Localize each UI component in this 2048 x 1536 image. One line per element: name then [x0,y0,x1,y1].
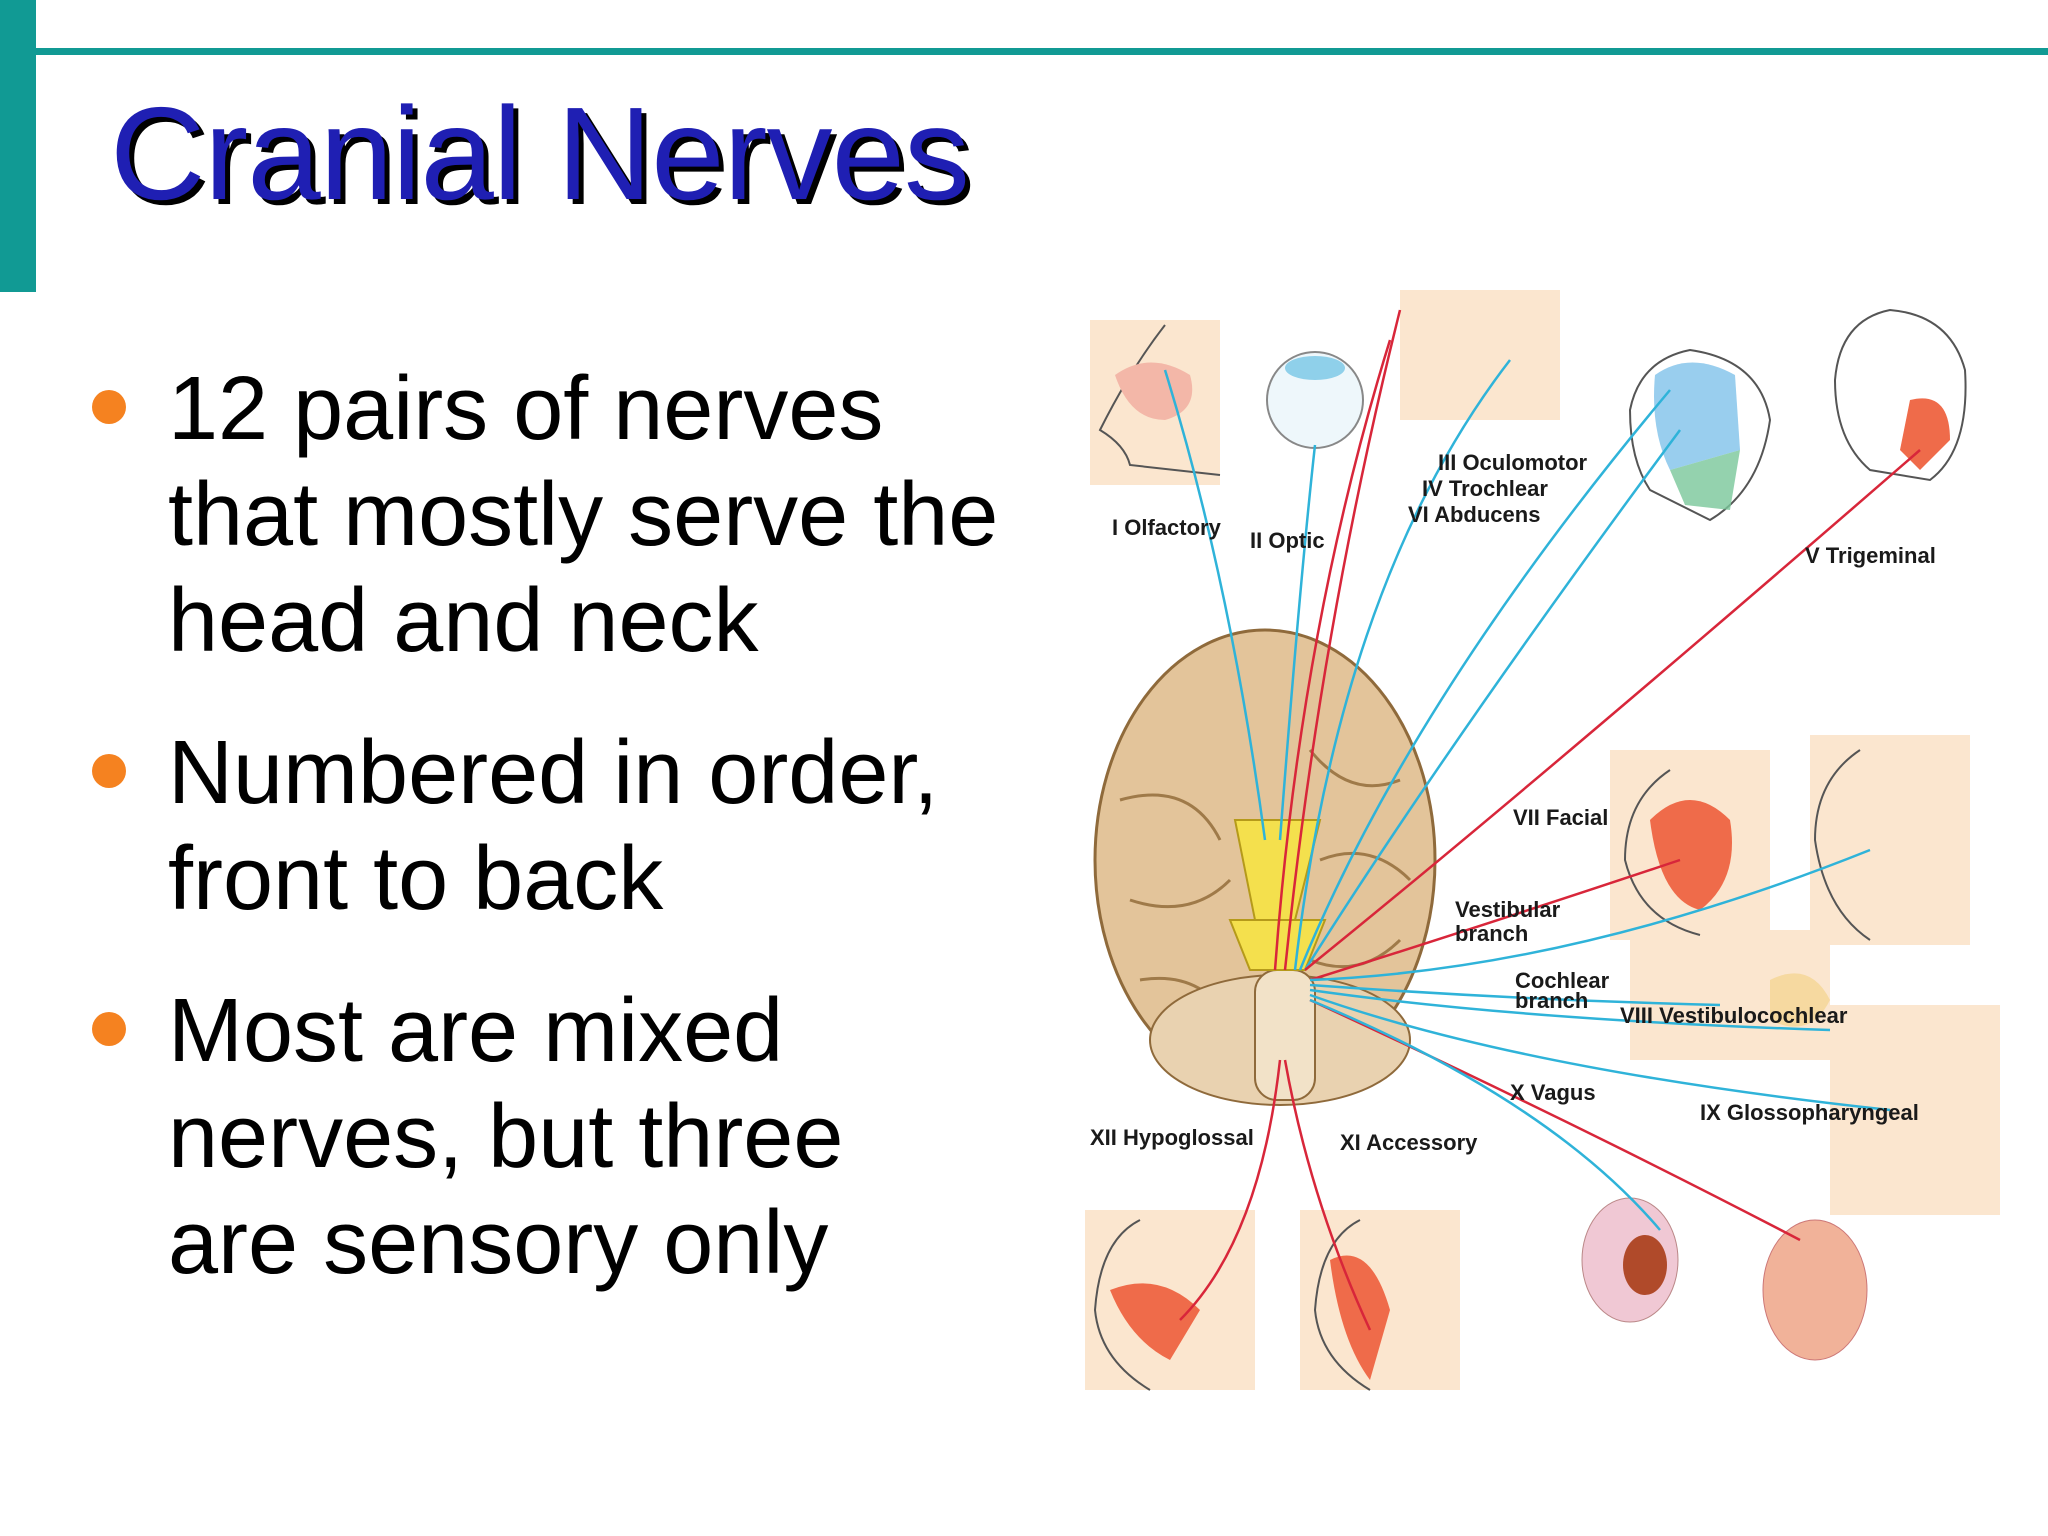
facial-muscles [1650,800,1732,910]
label-vestibular-line1: Vestibular [1455,897,1561,922]
cornea-icon [1285,356,1345,380]
eye-panel [1400,290,1560,420]
throat-panel [1830,1005,2000,1215]
heart-icon [1623,1235,1667,1295]
tongue-head-outline [1813,749,1871,941]
tongue-muscle [1110,1283,1200,1360]
bullet-item: Numbered in order, front to back [88,720,1088,932]
tongue-panel [1810,735,1970,945]
slide-title: Cranial Nerves [110,80,970,227]
label-vagus: X Vagus [1510,1080,1596,1105]
label-optic: II Optic [1250,528,1325,553]
label-glossopharyngeal: IX Glossopharyngeal [1700,1100,1919,1125]
diagram-svg: I Olfactory II Optic III Oculomotor IV T… [1085,290,2000,1391]
label-trigeminal: V Trigeminal [1805,543,1936,568]
label-oculomotor: III Oculomotor [1438,450,1588,475]
trigeminal-area-1 [1654,362,1740,470]
label-olfactory: I Olfactory [1112,515,1222,540]
bullet-dot-icon [92,754,126,788]
label-accessory: XI Accessory [1340,1130,1478,1155]
head-profile-outline [1833,308,1967,482]
nasal-cavity [1115,362,1193,420]
bullet-text: 12 pairs of nerves that mostly serve the… [168,359,999,671]
bullet-text: Numbered in order, front to back [168,723,939,929]
bullet-list: 12 pairs of nerves that mostly serve the… [88,356,1088,1342]
label-vestibular-line2: branch [1455,921,1528,946]
label-trochlear: IV Trochlear [1422,476,1548,501]
trigeminal-area-2 [1670,450,1740,510]
bullet-dot-icon [92,390,126,424]
neck-outline-left [1093,1219,1151,1391]
label-hypoglossal: XII Hypoglossal [1090,1125,1254,1150]
facial-head-outline [1623,769,1701,936]
label-cochlear-line1: Cochlear [1515,968,1610,993]
label-vestibulocochlear: VIII Vestibulocochlear [1620,1003,1848,1028]
accent-line-top [36,48,2048,55]
bullet-text: Most are mixed nerves, but three are sen… [168,981,844,1293]
jaw-muscle [1900,398,1950,470]
neck-muscle [1330,1255,1390,1380]
label-facial: VII Facial [1513,805,1608,830]
bullet-item: Most are mixed nerves, but three are sen… [88,978,1088,1296]
brain-icon [1093,628,1437,1106]
label-abducens: VI Abducens [1408,502,1540,527]
accent-bar-left [0,0,36,292]
bullet-dot-icon [92,1012,126,1046]
bullet-item: 12 pairs of nerves that mostly serve the… [88,356,1088,674]
inner-ear [1770,973,1830,1027]
neck-outline-right [1313,1219,1371,1391]
label-cochlear-line2: branch [1515,988,1588,1013]
intestines-icon [1762,1219,1868,1361]
cranial-nerves-diagram: I Olfactory II Optic III Oculomotor IV T… [1070,280,2010,1410]
nose-profile [1098,324,1221,476]
face-front-outline [1628,348,1772,522]
nerve-paths [1163,309,1921,1331]
